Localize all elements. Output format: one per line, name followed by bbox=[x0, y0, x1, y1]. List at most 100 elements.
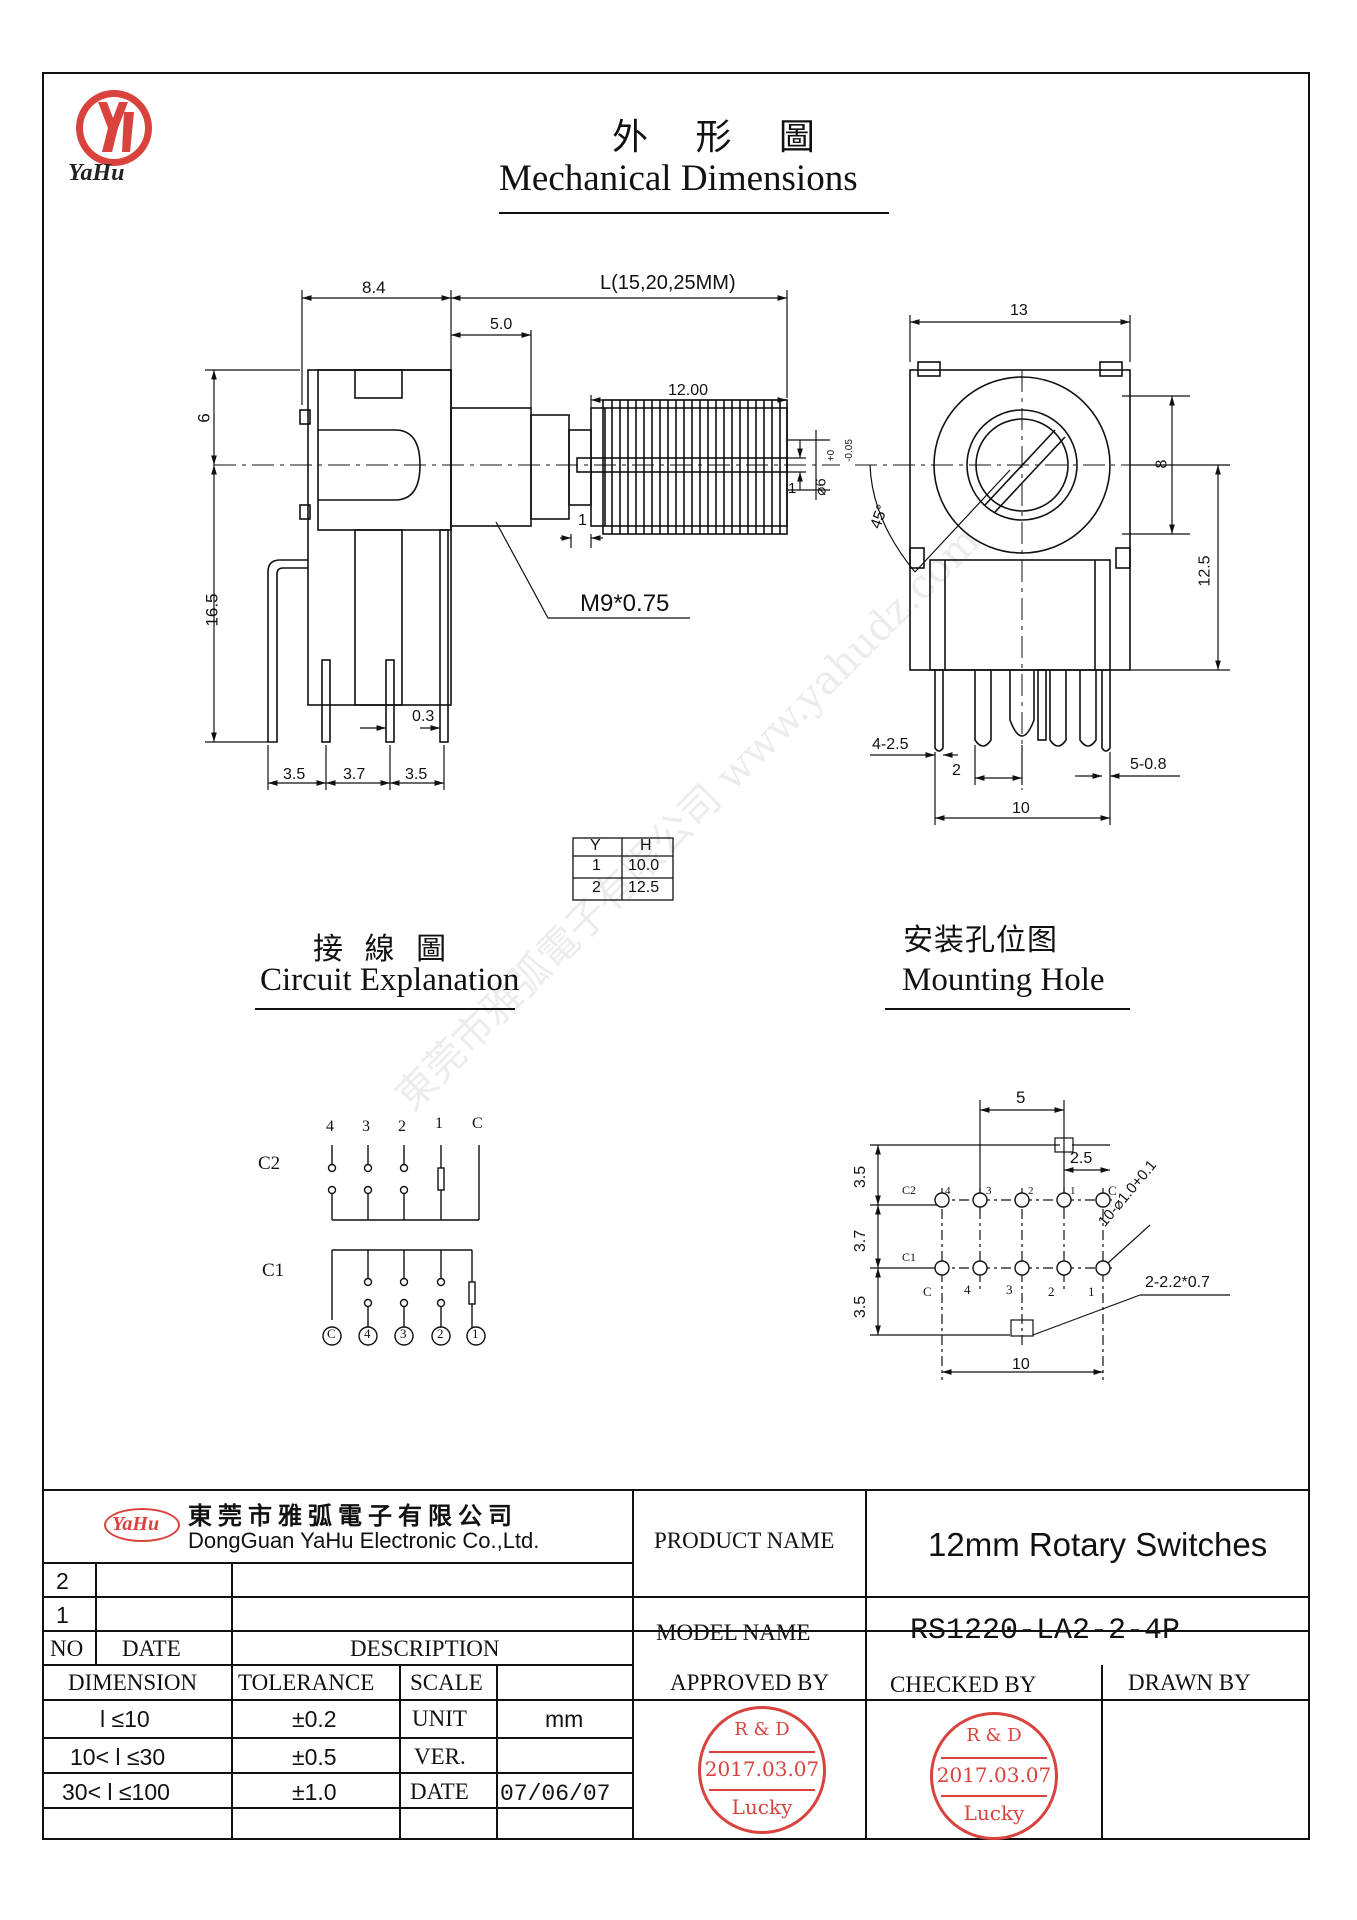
circuit-top-2: 2 bbox=[398, 1118, 406, 1135]
mount-dim-25: 2.5 bbox=[1070, 1150, 1093, 1167]
mount-bottom-3: 3 bbox=[1006, 1282, 1013, 1297]
title-underline bbox=[499, 212, 889, 214]
drawn-label: DRAWN BY bbox=[1128, 1670, 1251, 1695]
circuit-bottom-3: 3 bbox=[400, 1326, 407, 1341]
dim-1b: 1 bbox=[788, 480, 797, 497]
mount-dim-5: 5 bbox=[1016, 1088, 1026, 1107]
model-name-label: MODEL NAME bbox=[656, 1620, 811, 1645]
approved-stamp-date: 2017.03.07 bbox=[704, 1757, 820, 1781]
dim-03: 0.3 bbox=[412, 708, 435, 725]
drawing-frame bbox=[42, 72, 1310, 1840]
tol-dim-3: 30< l ≤100 bbox=[62, 1779, 170, 1805]
circuit-contacts bbox=[322, 1163, 486, 1346]
dim-pins-2: 2 bbox=[952, 762, 961, 779]
tol-value-2: ±0.5 bbox=[292, 1744, 337, 1770]
mount-bottom-c: C bbox=[923, 1284, 932, 1299]
circuit-bottom-2: 2 bbox=[437, 1326, 444, 1341]
unit-value: mm bbox=[545, 1706, 584, 1732]
col-date: DATE bbox=[122, 1636, 181, 1661]
circuit-diagram bbox=[331, 1145, 480, 1328]
mount-dim-slots: 2-2.2*0.7 bbox=[1145, 1274, 1210, 1291]
dim-pitch-c: 3.5 bbox=[405, 766, 428, 783]
yh-row2-y: 2 bbox=[592, 879, 601, 896]
mounting-holes bbox=[934, 1192, 1111, 1276]
mount-top-1: 1 bbox=[1070, 1185, 1076, 1197]
approved-label: APPROVED BY bbox=[670, 1670, 830, 1695]
yahu-logo-mark bbox=[76, 90, 152, 166]
yahu-logo: YaHu bbox=[62, 82, 167, 192]
mount-c1-label: C1 bbox=[902, 1250, 917, 1264]
revision-row-2: 2 bbox=[56, 1568, 69, 1594]
revision-row-1: 1 bbox=[56, 1602, 69, 1628]
dim-thread: M9*0.75 bbox=[580, 590, 670, 617]
circuit-top-1: 1 bbox=[435, 1115, 443, 1132]
mounting-title-en: Mounting Hole bbox=[902, 962, 1105, 998]
mounting-underline bbox=[885, 1008, 1130, 1010]
circuit-top-c: C bbox=[472, 1115, 483, 1132]
company-name-en: DongGuan YaHu Electronic Co.,Ltd. bbox=[188, 1528, 540, 1553]
dim-pins-left: 4-2.5 bbox=[872, 736, 909, 753]
mount-bottom-4: 4 bbox=[964, 1282, 971, 1297]
tolerance-label: TOLERANCE bbox=[238, 1670, 375, 1695]
dim-width-84: 8.4 bbox=[362, 278, 386, 297]
mount-top-c: C bbox=[1108, 1183, 1117, 1198]
col-description: DESCRIPTION bbox=[350, 1636, 500, 1661]
mount-c2-label: C2 bbox=[902, 1183, 917, 1197]
circuit-top-3: 3 bbox=[362, 1118, 370, 1135]
tol-dim-1: l ≤10 bbox=[100, 1706, 150, 1732]
circuit-title-cn: 接 線 圖 bbox=[313, 932, 453, 967]
checked-stamp-date: 2017.03.07 bbox=[936, 1763, 1052, 1787]
approved-stamp: R & D 2017.03.07 Lucky bbox=[698, 1706, 826, 1834]
yh-row2-h: 12.5 bbox=[628, 879, 660, 896]
approved-stamp-name: Lucky bbox=[731, 1795, 793, 1819]
mount-top-4: 4 bbox=[945, 1185, 951, 1197]
mount-top-3: 3 bbox=[986, 1185, 992, 1197]
dim-10: 10 bbox=[1012, 800, 1030, 817]
circuit-top-4: 4 bbox=[326, 1118, 334, 1135]
circuit-title-en: Circuit Explanation bbox=[260, 962, 520, 998]
dim-50: 5.0 bbox=[490, 316, 513, 333]
col-no: NO bbox=[50, 1636, 84, 1661]
tol-dim-2: 10< l ≤30 bbox=[70, 1744, 166, 1770]
mount-bottom-1: 1 bbox=[1088, 1284, 1095, 1299]
dim-pins-right: 5-0.8 bbox=[1130, 756, 1167, 773]
product-name-value: 12mm Rotary Switches bbox=[928, 1526, 1268, 1563]
mount-top-2: 2 bbox=[1028, 1185, 1034, 1197]
mount-dim-10: 10 bbox=[1012, 1356, 1030, 1373]
dim-1200: 12.00 bbox=[668, 382, 709, 399]
mounting-title-cn: 安装孔位图 bbox=[903, 923, 1058, 958]
dim-1: 1 bbox=[578, 512, 587, 529]
dim-length: L(15,20,25MM) bbox=[600, 272, 736, 294]
date-label: DATE bbox=[410, 1779, 469, 1804]
tol-value-1: ±0.2 bbox=[292, 1706, 337, 1732]
yh-table-grid bbox=[572, 837, 674, 901]
product-name-label: PRODUCT NAME bbox=[654, 1528, 835, 1553]
company-logo-badge: YaHu bbox=[104, 1508, 180, 1542]
yh-header-h: H bbox=[640, 837, 652, 854]
dim-pitch-a: 3.5 bbox=[283, 766, 306, 783]
checked-stamp-name: Lucky bbox=[963, 1801, 1025, 1825]
date-value: 07/06/07 bbox=[500, 1781, 611, 1807]
ver-label: VER. bbox=[414, 1744, 466, 1769]
company-logo-badge-text: YaHu bbox=[112, 1513, 160, 1535]
dimension-label: DIMENSION bbox=[68, 1670, 198, 1695]
title-english: Mechanical Dimensions bbox=[499, 158, 858, 199]
checked-stamp: R & D 2017.03.07 Lucky bbox=[930, 1712, 1058, 1840]
model-name-value: RS1220-LA2-2-4P bbox=[910, 1614, 1181, 1648]
tol-value-3: ±1.0 bbox=[292, 1779, 337, 1805]
mount-bottom-2: 2 bbox=[1048, 1284, 1055, 1299]
circuit-bottom-4: 4 bbox=[364, 1326, 371, 1341]
yh-header-y: Y bbox=[590, 837, 601, 854]
dim-13: 13 bbox=[1010, 302, 1028, 319]
company-name-cn: 東莞市雅弧電子有限公司 bbox=[188, 1501, 518, 1530]
circuit-c1-label: C1 bbox=[262, 1260, 285, 1281]
circuit-c2-label: C2 bbox=[258, 1153, 281, 1174]
unit-label: UNIT bbox=[412, 1706, 467, 1731]
circuit-bottom-1: 1 bbox=[472, 1326, 479, 1341]
yahu-logo-text: YaHu bbox=[68, 160, 125, 186]
circuit-underline bbox=[255, 1008, 515, 1010]
yh-row1-h: 10.0 bbox=[628, 857, 660, 874]
title-chinese: 外 形 圖 bbox=[612, 117, 833, 158]
